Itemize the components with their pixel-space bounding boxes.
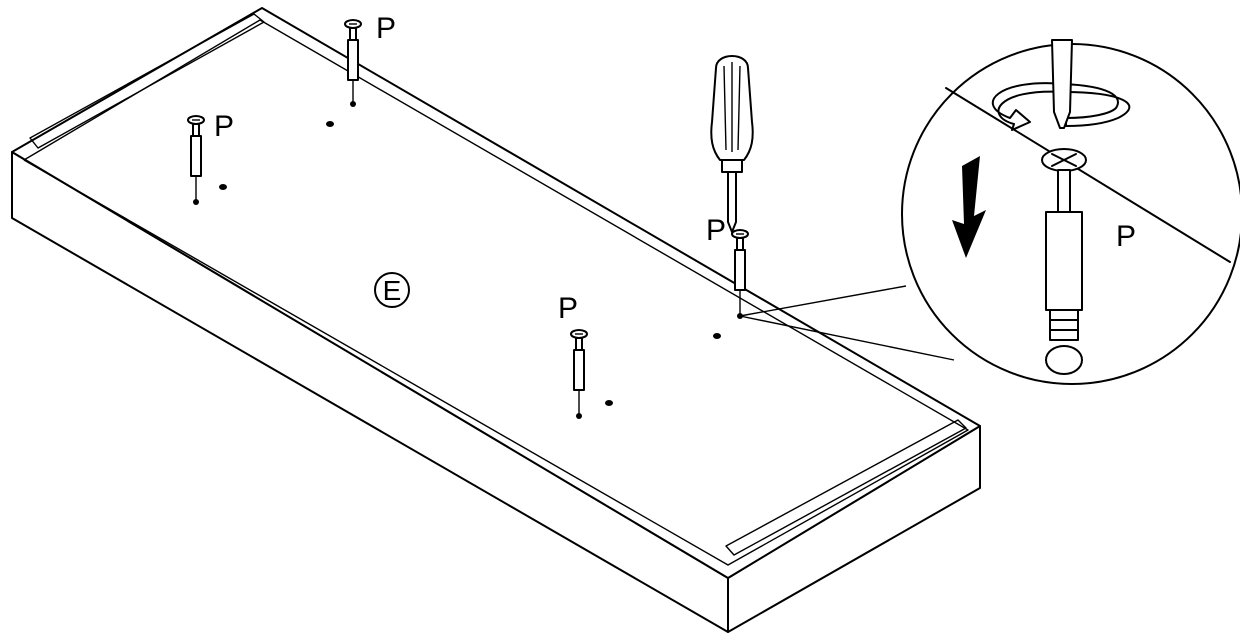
part-label-p-4: P — [558, 292, 578, 325]
part-label-p-2: P — [214, 110, 234, 143]
cam-bolt-3 — [731, 229, 749, 319]
screwdriver-icon — [710, 55, 754, 233]
panel-holes — [219, 121, 721, 406]
callout-lines — [739, 285, 955, 361]
part-label-p-3: P — [706, 214, 726, 247]
cam-bolt-4 — [570, 329, 588, 419]
cam-bolt-2 — [187, 115, 205, 205]
panel-label-e: E — [374, 272, 410, 308]
panel-e — [11, 7, 981, 633]
cam-bolt-1 — [344, 19, 362, 107]
svg-text:E: E — [383, 275, 402, 306]
part-label-p-1: P — [376, 12, 396, 45]
part-label-p-detail: P — [1116, 220, 1136, 253]
detail-magnifier — [901, 39, 1240, 385]
